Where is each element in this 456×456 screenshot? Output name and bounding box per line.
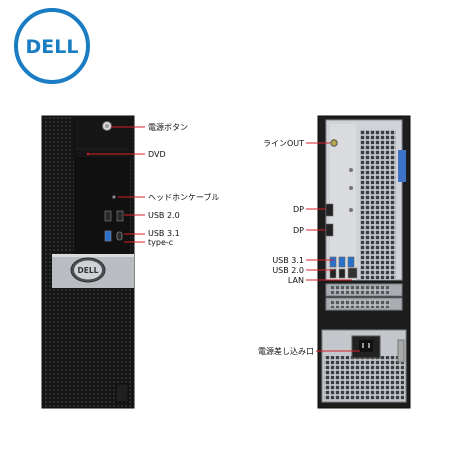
label-typec: type-c: [148, 238, 174, 247]
front-badge-icon: DELL: [78, 266, 99, 275]
label-headphone: ヘッドホンケーブル: [148, 193, 220, 202]
rear-chassis: [317, 115, 411, 409]
label-power-button: 電源ボタン: [148, 123, 188, 132]
dell-logo: DELL: [12, 6, 92, 86]
front-chassis: DELL: [41, 115, 135, 409]
front-callouts: [86, 126, 145, 243]
label-usb20-front: USB 2.0: [148, 211, 180, 220]
label-usb31-rear: USB 3.1: [272, 256, 304, 265]
label-dvd: DVD: [148, 150, 166, 159]
label-usb20-rear: USB 2.0: [272, 266, 304, 275]
dell-logo-icon: DELL: [14, 8, 90, 84]
label-dp-2: DP: [293, 226, 304, 235]
label-line-out: ラインOUT: [262, 139, 304, 148]
rear-callouts: [306, 142, 360, 352]
label-dp-1: DP: [293, 205, 304, 214]
label-lan: LAN: [287, 276, 304, 285]
logo-text: DELL: [26, 36, 79, 58]
label-usb31-front: USB 3.1: [148, 229, 180, 238]
label-power-inlet: 電源差し込み口: [258, 347, 314, 356]
